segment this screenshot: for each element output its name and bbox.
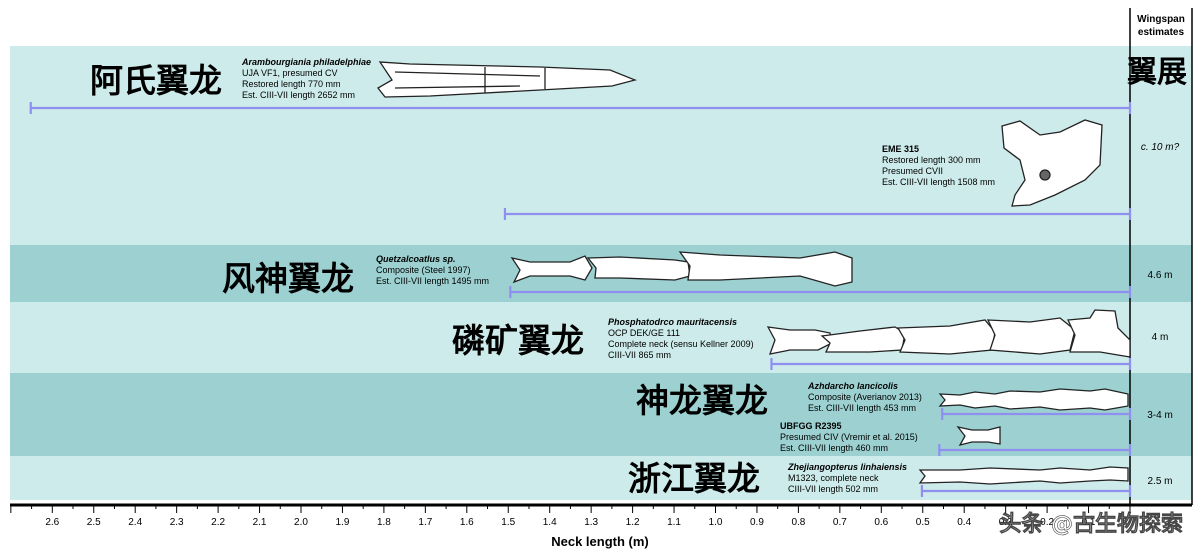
neck-range-bar <box>941 408 1132 420</box>
zhejiangopterus-vertebrae <box>918 466 1129 485</box>
neck-range-bar <box>509 286 1132 298</box>
specimen-line: Est. CIII-VII length 2652 mm <box>242 90 355 100</box>
taxon-cn-quetzalcoatlus: 风神翼龙 <box>222 259 354 298</box>
specimen-line: CIII-VII 865 mm <box>608 350 671 360</box>
x-tick-label: 0.5 <box>916 517 930 528</box>
x-tick-label: 2.6 <box>45 517 59 528</box>
wingspan-header-line2: estimates <box>1138 27 1185 38</box>
specimen-name: Arambourgiania philadelphiae <box>241 57 371 67</box>
taxon-cn-zhejiangopterus: 浙江翼龙 <box>628 459 760 498</box>
ubfgg-vertebra <box>956 425 1001 446</box>
x-tick-label: 1.3 <box>584 517 598 528</box>
neck-range-bar <box>938 444 1132 456</box>
x-tick-label: 0.1 <box>1082 517 1096 528</box>
x-tick-label: 2.1 <box>253 517 267 528</box>
wingspan-values: c. 10 m? 4.6 m 4 m 3-4 m 2.5 m <box>1141 142 1180 487</box>
x-tick-label: 1.4 <box>543 517 557 528</box>
neck-length-bars <box>29 102 1132 497</box>
specimen-name: UBFGG R2395 <box>780 421 842 431</box>
specimen-labels: Arambourgiania philadelphiae UJA VF1, pr… <box>241 57 995 494</box>
x-tick-label: 0.4 <box>957 517 971 528</box>
x-tick-label: 0.8 <box>791 517 805 528</box>
eme315-vertebra <box>1001 119 1103 207</box>
neck-range-bar <box>920 485 1132 497</box>
quetzalcoatlus-vertebra-2 <box>586 256 691 281</box>
wingspan-value: 4.6 m <box>1147 270 1172 281</box>
x-tick-label: 2.4 <box>128 517 142 528</box>
wingspan-value: 4 m <box>1152 332 1169 343</box>
eme315-foramen <box>1039 169 1051 181</box>
x-tick-label: 0.9 <box>750 517 764 528</box>
x-tick-label: 2.2 <box>211 517 225 528</box>
phosphatodraco-vertebra-1 <box>766 326 833 355</box>
specimen-name: Azhdarcho lancicolis <box>807 381 898 391</box>
x-tick-label: 1.0 <box>709 517 723 528</box>
specimen-line: Composite (Averianov 2013) <box>808 392 922 402</box>
specimen-name: Phosphatodrco mauritacensis <box>608 317 737 327</box>
phosphatodraco-vertebra-5 <box>1067 309 1131 358</box>
azhdarcho-vertebrae <box>938 388 1129 411</box>
x-tick-label: 1.9 <box>335 517 349 528</box>
x-tick-label: 1.6 <box>460 517 474 528</box>
x-tick-label: 0.2 <box>1040 517 1054 528</box>
specimen-line: Presumed CVII <box>882 166 943 176</box>
specimen-name: EME 315 <box>882 144 919 154</box>
x-tick-label: 1.7 <box>418 517 432 528</box>
specimen-line: Composite (Steel 1997) <box>376 265 471 275</box>
specimen-line: Est. CIII-VII length 1508 mm <box>882 177 995 187</box>
specimen-name: Zhejiangopterus linhaiensis <box>787 462 907 472</box>
specimen-line: UJA VF1, presumed CV <box>242 68 338 78</box>
watermark: 头条 @古生物探索 <box>999 511 1183 537</box>
neck-range-bar <box>29 102 1132 114</box>
quetzalcoatlus-vertebra-1 <box>510 255 593 284</box>
specimen-line: OCP DEK/GE 111 <box>608 328 680 338</box>
x-tick-label: 2.0 <box>294 517 308 528</box>
fossil-illustrations <box>377 61 1131 485</box>
specimen-line: CIII-VII length 502 mm <box>788 484 878 494</box>
wingspan-value: 3-4 m <box>1147 410 1173 421</box>
taxon-cn-phosphatodraco: 磷矿翼龙 <box>452 321 584 360</box>
neck-range-bar <box>503 208 1132 220</box>
specimen-line: M1323, complete neck <box>788 473 879 483</box>
x-tick-label: 1.1 <box>667 517 681 528</box>
quetzalcoatlus-vertebra-3 <box>678 251 853 287</box>
specimen-line: Restored length 770 mm <box>242 79 341 89</box>
taxon-cn-arambourgiania: 阿氏翼龙 <box>90 61 222 100</box>
x-tick-label: 0.3 <box>999 517 1013 528</box>
x-tick-label: 2.3 <box>170 517 184 528</box>
taxon-cn-azhdarcho: 神龙翼龙 <box>636 381 768 420</box>
x-tick-label: 2.5 <box>87 517 101 528</box>
x-axis-ticks: 2.6 2.5 2.4 2.3 2.2 2.1 2.0 1.9 1.8 1.7 1.6 1.5 1.4 1… <box>10 505 1131 528</box>
neck-range-bar <box>770 358 1132 370</box>
wingspan-cn-label: 翼展 <box>1127 55 1187 90</box>
wingspan-header-line1: Wingspan <box>1137 14 1185 25</box>
specimen-line: Est. CIII-VII length 453 mm <box>808 403 916 413</box>
wingspan-value: 2.5 m <box>1147 476 1172 487</box>
x-tick-label: 0.6 <box>874 517 888 528</box>
x-tick-label: 0.7 <box>833 517 847 528</box>
arambourgiania-vertebra-detail <box>394 67 546 93</box>
specimen-line: Complete neck (sensu Kellner 2009) <box>608 339 754 349</box>
x-tick-label: 1.5 <box>501 517 515 528</box>
specimen-line: Est. CIII-VII length 1495 mm <box>376 276 489 286</box>
specimen-line: Presumed CIV (Vremir et al. 2015) <box>780 432 918 442</box>
specimen-line: Restored length 300 mm <box>882 155 981 165</box>
phosphatodraco-vertebra-4 <box>986 317 1076 355</box>
arambourgiania-vertebra <box>377 61 638 98</box>
specimen-line: Est. CIII-VII length 460 mm <box>780 443 888 453</box>
x-tick-label: 1.2 <box>626 517 640 528</box>
x-axis-label: Neck length (m) <box>551 534 649 549</box>
specimen-name: Quetzalcoatlus sp. <box>376 254 456 264</box>
x-tick-label: 1.8 <box>377 517 391 528</box>
wingspan-value: c. 10 m? <box>1141 142 1180 153</box>
